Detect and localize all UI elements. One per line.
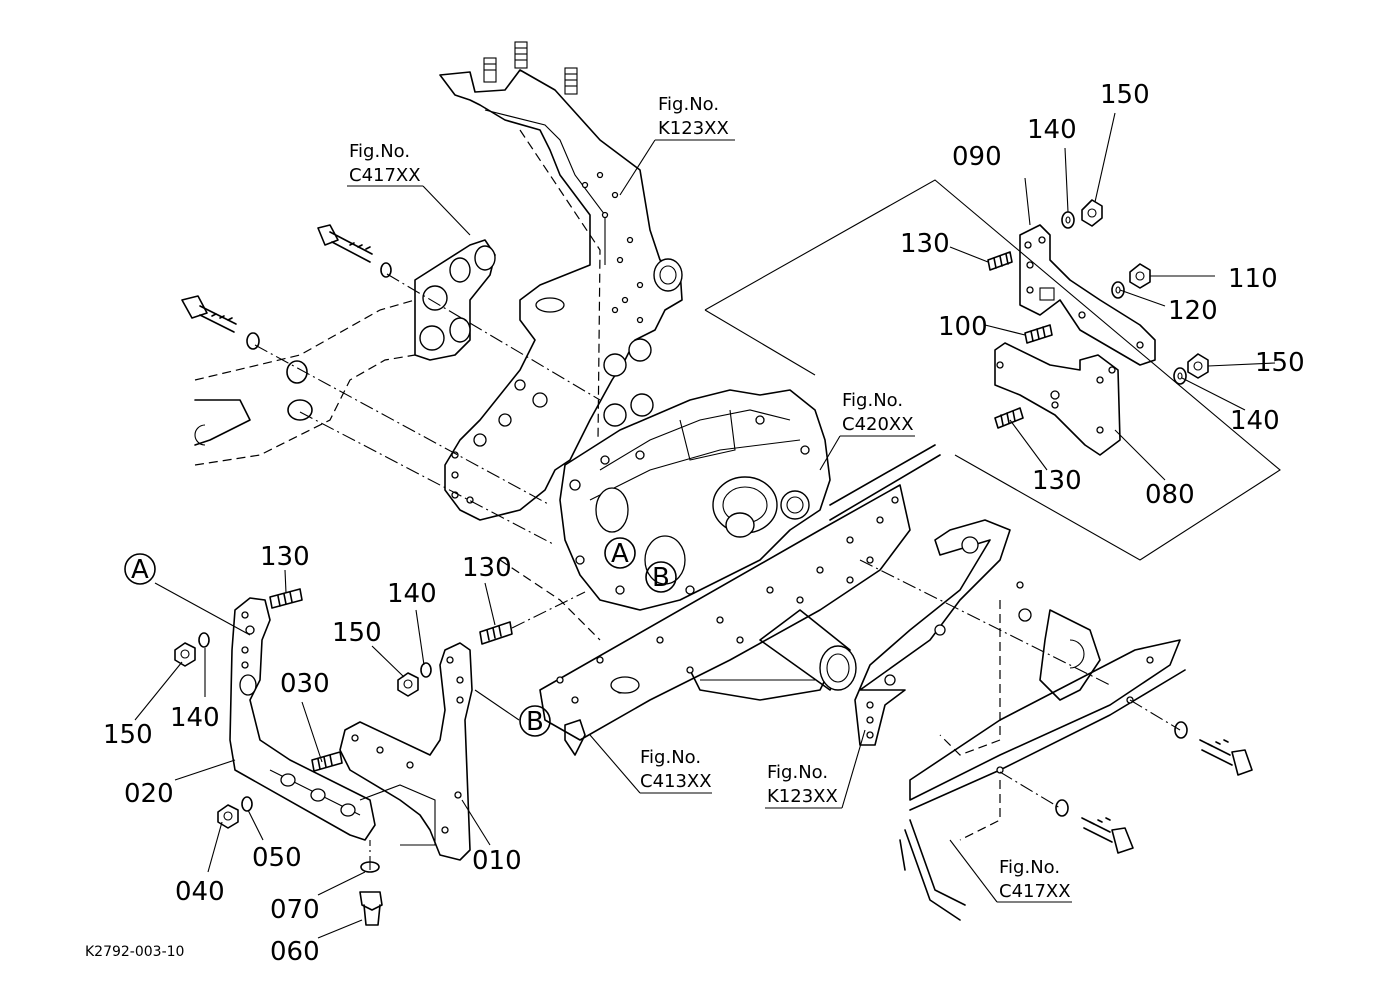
fig-ref-c420-line1: Fig.No. — [842, 390, 903, 411]
part-number-020: 020 — [124, 779, 174, 809]
lower-left-bracket-assembly — [174, 588, 586, 926]
part-number-150: 150 — [332, 618, 382, 648]
fig-ref-c417-left-line2: C417XX — [349, 165, 421, 186]
fig-ref-c417-right-line2: C417XX — [999, 881, 1071, 902]
part-number-070: 070 — [270, 895, 320, 925]
part-number-150: 150 — [1100, 80, 1150, 110]
right-bracket-assembly — [704, 179, 1281, 561]
fig-ref-c417-right-line1: Fig.No. — [999, 857, 1060, 878]
part-number-060: 060 — [270, 937, 320, 967]
part-number-090: 090 — [952, 142, 1002, 172]
part-callouts: 150 140 090 130 110 120 100 150 140 130 … — [103, 80, 1305, 967]
part-number-140: 140 — [387, 579, 437, 609]
part-number-130: 130 — [462, 553, 512, 583]
main-frame-rail — [499, 444, 941, 756]
part-number-030: 030 — [280, 669, 330, 699]
part-number-100: 100 — [938, 312, 988, 342]
k123-lower-bracket — [854, 519, 1111, 756]
part-number-010: 010 — [472, 846, 522, 876]
fig-ref-k123-bottom-line2: K123XX — [767, 786, 838, 807]
part-number-040: 040 — [175, 877, 225, 907]
c417-left-mount — [181, 224, 601, 546]
part-number-140: 140 — [170, 703, 220, 733]
part-number-140: 140 — [1230, 406, 1280, 436]
view-marker-a-circle — [124, 553, 156, 585]
view-marker-a-circle-center — [604, 537, 636, 569]
fig-ref-k123-top-line2: K123XX — [658, 118, 729, 139]
view-marker-a-letter: A — [131, 555, 149, 585]
fig-ref-c417-left-line1: Fig.No. — [349, 141, 410, 162]
part-number-050: 050 — [252, 843, 302, 873]
view-marker-b-letter-center: B — [652, 563, 670, 593]
part-number-120: 120 — [1168, 296, 1218, 326]
part-number-110: 110 — [1228, 264, 1278, 294]
c417-right-frame — [899, 639, 1253, 921]
transmission-housing — [559, 389, 831, 701]
leader-lines — [134, 112, 1276, 939]
view-markers: A B A B — [124, 537, 677, 737]
figure-references: Fig.No. K123XX Fig.No. C417XX Fig.No. C4… — [349, 94, 1071, 902]
view-marker-b-letter: B — [526, 707, 544, 737]
fig-ref-c413-line1: Fig.No. — [640, 747, 701, 768]
part-number-150: 150 — [103, 720, 153, 750]
part-number-130: 130 — [1032, 466, 1082, 496]
part-number-150: 150 — [1255, 348, 1305, 378]
fig-ref-c413-line2: C413XX — [640, 771, 712, 792]
fig-ref-k123-top-line1: Fig.No. — [658, 94, 719, 115]
part-number-080: 080 — [1145, 480, 1195, 510]
k123-upper-bracket — [439, 41, 683, 521]
view-marker-b-circle — [519, 705, 551, 737]
part-number-130: 130 — [900, 229, 950, 259]
fig-ref-c420-line2: C420XX — [842, 414, 914, 435]
part-number-140: 140 — [1027, 115, 1077, 145]
view-marker-a-letter-center: A — [611, 539, 629, 569]
view-marker-b-circle-center — [645, 561, 677, 593]
drawing-code: K2792-003-10 — [85, 944, 184, 960]
part-number-130: 130 — [260, 542, 310, 572]
fig-ref-k123-bottom-line1: Fig.No. — [767, 762, 828, 783]
